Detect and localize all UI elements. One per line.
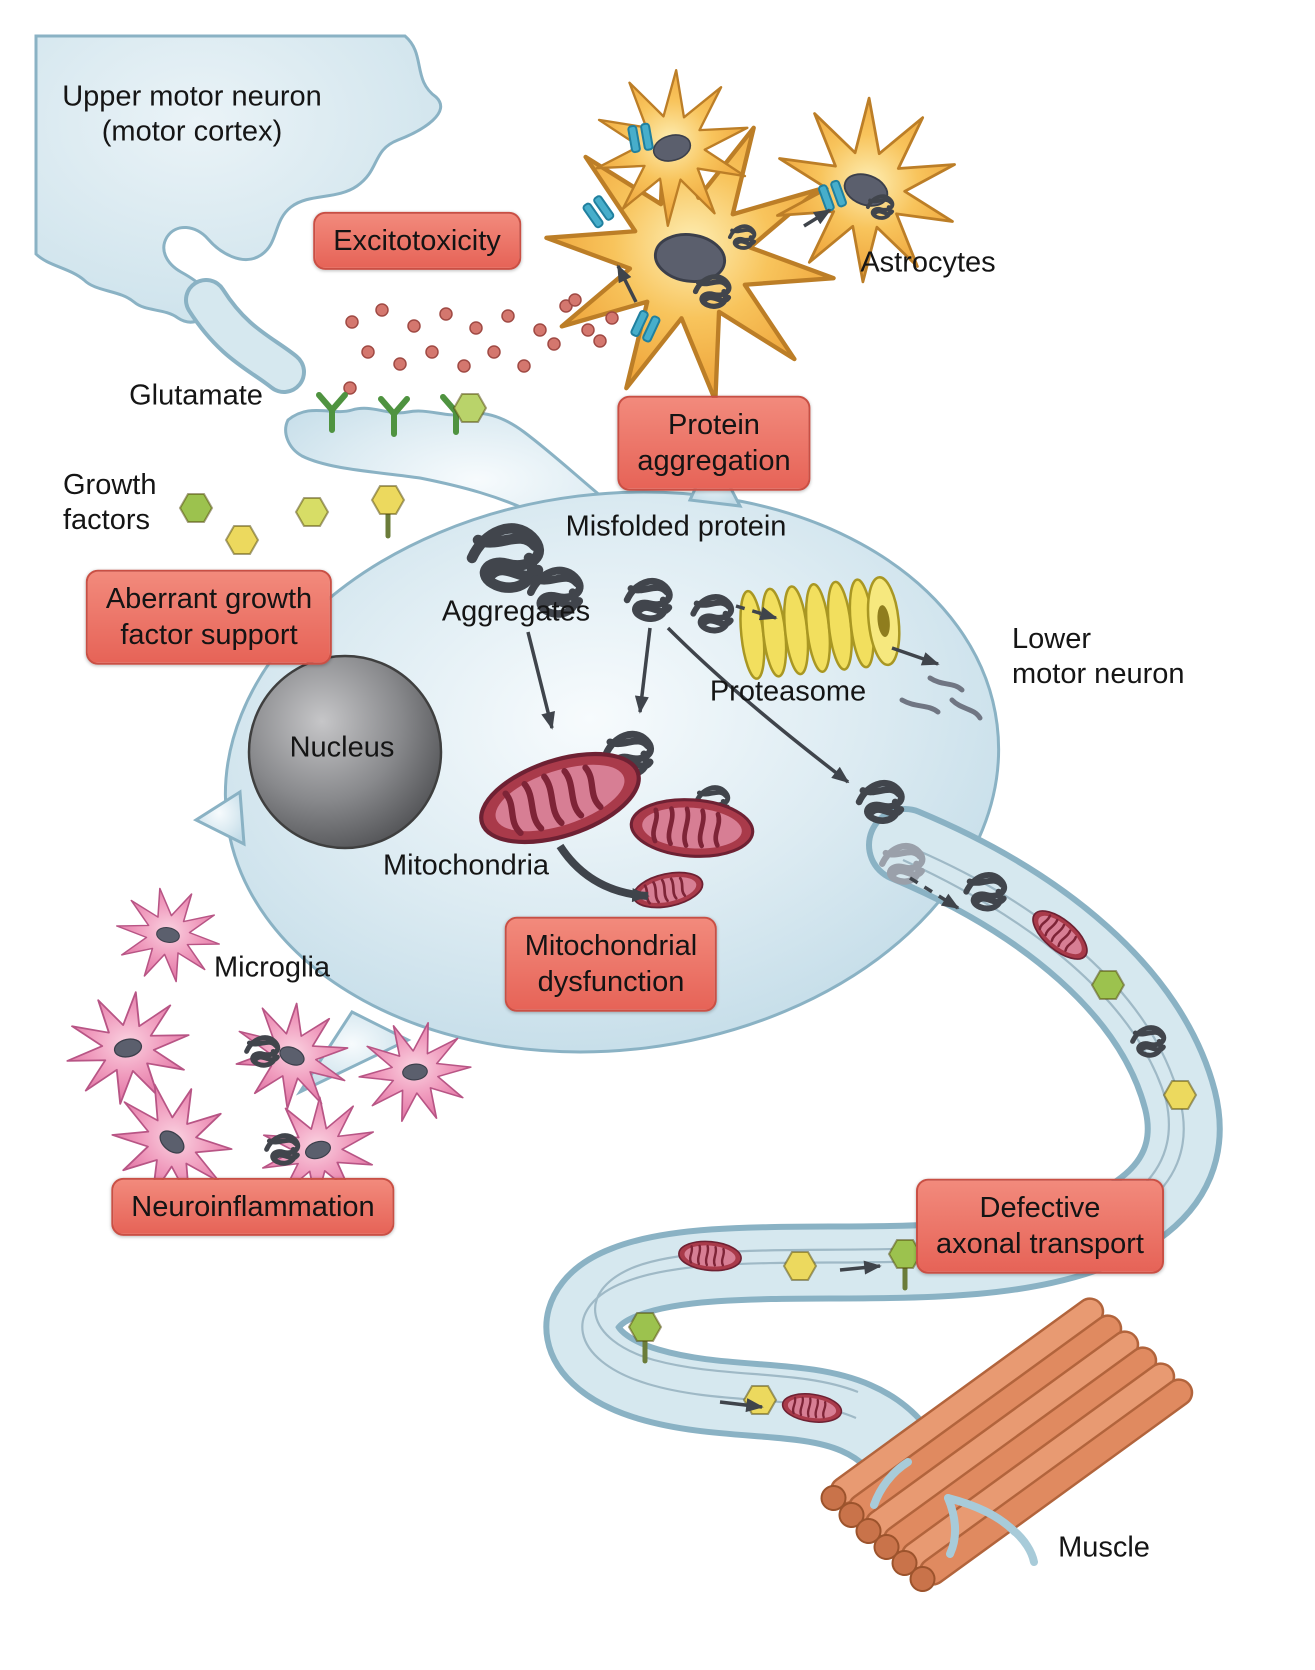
box-mitochondrial-dysfunction: Mitochondrial dysfunction — [504, 916, 718, 1012]
upper-motor-neuron-shape — [34, 34, 443, 324]
label-aggregates: Aggregates — [441, 595, 591, 628]
label-mitochondria: Mitochondria — [382, 849, 550, 882]
proteasome-shape — [739, 576, 901, 680]
pathway-arrows — [526, 208, 1152, 1413]
growth-factor-hexagon — [453, 393, 487, 423]
growth-factor-molecules — [179, 485, 405, 555]
box-protein-aggregation: Protein aggregation — [617, 395, 811, 491]
box-excitotoxicity: Excitotoxicity — [313, 211, 521, 271]
nucleus-shape — [247, 654, 443, 850]
growth-factor-receptor — [371, 485, 405, 539]
label-muscle: Muscle — [1058, 1531, 1150, 1564]
label-astrocytes: Astrocytes — [860, 246, 996, 279]
neuromuscular-junction-branches — [870, 1458, 1038, 1566]
axonal-cargo — [628, 875, 1197, 1427]
axon-microtubule-line — [581, 843, 1185, 1420]
box-neuroinflammation: Neuroinflammation — [111, 1177, 395, 1237]
label-upper-motor-neuron: Upper motor neuron (motor cortex) — [62, 80, 322, 148]
label-nucleus: Nucleus — [289, 731, 395, 764]
label-microglia: Microglia — [213, 951, 331, 984]
glutamate-molecules — [343, 293, 619, 395]
degraded-peptide-fragments — [899, 675, 983, 721]
box-aberrant-growth-factor: Aberrant growth factor support — [85, 569, 333, 665]
label-lower-motor-neuron: Lower motor neuron — [1012, 623, 1185, 691]
label-growth-factors: Growth factors — [63, 469, 157, 537]
label-misfolded-protein: Misfolded protein — [565, 510, 787, 543]
label-proteasome: Proteasome — [709, 675, 867, 708]
upper-axon — [188, 282, 302, 390]
axon-microtubule-line — [594, 858, 1170, 1394]
label-glutamate: Glutamate — [129, 379, 263, 412]
box-defective-axonal-transport: Defective axonal transport — [916, 1178, 1164, 1274]
